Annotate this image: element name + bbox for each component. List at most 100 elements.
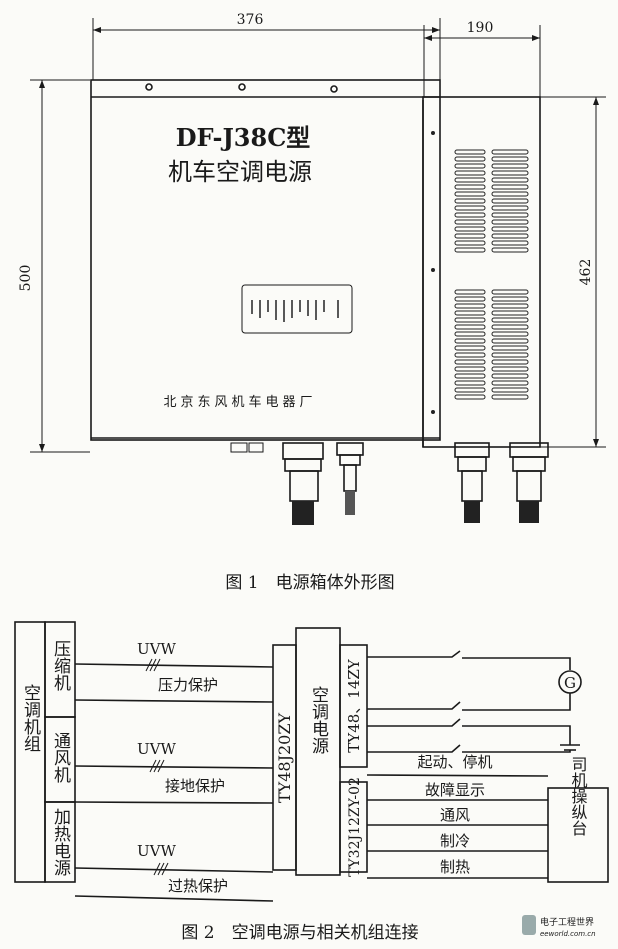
vent-slot [454, 345, 486, 351]
vent-slot [454, 373, 486, 379]
uvw-label: UVW [137, 740, 176, 758]
vent-slot [454, 177, 486, 183]
manufacturer-name: 北京东风机车电器厂 [163, 394, 316, 410]
vent-slot [491, 352, 529, 358]
vent-slot [454, 366, 486, 372]
vent-slot [491, 289, 529, 295]
vent-slot [454, 247, 486, 253]
vent-slot [454, 387, 486, 393]
overheat-protection-label: 过热保护 [168, 877, 228, 895]
vent-slot [454, 317, 486, 323]
power-supply-label: 空调电源 [308, 686, 329, 755]
vent-slot [491, 198, 529, 204]
model-name: DF-J38C型 [176, 123, 311, 152]
vent-slot [491, 303, 529, 309]
connector-ty48j20zy: TY48J20ZY [272, 644, 297, 871]
vent-slot [454, 324, 486, 330]
dim-label: 190 [467, 20, 494, 36]
watermark-logo: 电子工程世界 eeworld.com.cn [522, 915, 596, 938]
indicator-panel [241, 284, 353, 334]
vent-slot [454, 219, 486, 225]
vent-slot [454, 394, 486, 400]
vent-slot [491, 184, 529, 190]
vent-slot [454, 170, 486, 176]
driver-console-label: 司机操纵台 [569, 756, 588, 836]
vent-slot [491, 338, 529, 344]
vent-slot [454, 289, 486, 295]
vent-slot [454, 233, 486, 239]
vent-slot [491, 324, 529, 330]
vent-slot [454, 198, 486, 204]
vent-slot [454, 156, 486, 162]
vent-slot [491, 212, 529, 218]
ac-unit-group: 空调机组 压缩机 通风机 加热电源 [14, 621, 76, 883]
vent-slot [491, 310, 529, 316]
dim-label: 500 [18, 265, 34, 292]
vent-slot [454, 205, 486, 211]
vent-slot [491, 233, 529, 239]
figure-2: 空调机组 压缩机 通风机 加热电源 UVW 压力保护 UVW 接地保护 UV [14, 621, 609, 943]
connector-left-label: TY48J20ZY [275, 713, 294, 803]
front-view: DF-J38C型 机车空调电源 北京东风机车电器厂 [90, 79, 441, 525]
vent-slot [454, 240, 486, 246]
vent-slot [491, 331, 529, 337]
dimension-width-side: 190 [423, 20, 541, 97]
driver-console: 司机操纵台 [547, 756, 609, 883]
connector-front-1 [282, 442, 324, 525]
vent-slot [491, 156, 529, 162]
vent-slot [454, 303, 486, 309]
connector-front-2 [336, 442, 364, 515]
vent-slot [454, 310, 486, 316]
vent-slot [491, 380, 529, 386]
connector-bottom-right-label: TY32J12ZY-02 [347, 777, 363, 877]
vent-slot [454, 149, 486, 155]
vent-slot [491, 359, 529, 365]
dimension-width-front: 376 [92, 12, 441, 80]
dim-label: 462 [578, 259, 594, 286]
side-view [422, 96, 549, 523]
control-wiring: 起动、停机 故障显示 通风 制冷 制热 [366, 753, 549, 879]
vent-slot [491, 296, 529, 302]
vent-slot [491, 394, 529, 400]
ground-protection-label: 接地保护 [165, 777, 225, 795]
vent-slot [491, 387, 529, 393]
uvw-label: UVW [137, 640, 176, 658]
vent-slot [454, 338, 486, 344]
vent-slot [491, 163, 529, 169]
vent-slot [491, 219, 529, 225]
vent-slot [491, 373, 529, 379]
figure-1: 376 500 DF-J38C型 机车空调电源 [18, 12, 606, 593]
vent-slot [454, 352, 486, 358]
vent-slot [491, 177, 529, 183]
vent-slot [454, 163, 486, 169]
vent-slot [491, 170, 529, 176]
vent-slot [454, 191, 486, 197]
vent-slot [491, 317, 529, 323]
compressor-label: 压缩机 [50, 640, 71, 691]
vent-slot [454, 359, 486, 365]
vent-slot [454, 380, 486, 386]
vent-slot [454, 331, 486, 337]
watermark-url: eeworld.com.cn [540, 930, 596, 938]
figure-2-caption: 图 2 空调电源与相关机组连接 [181, 923, 418, 943]
signal-heating: 制热 [440, 858, 470, 876]
vent-slot [454, 184, 486, 190]
dim-label: 376 [237, 12, 264, 28]
unit-group-label: 空调机组 [20, 684, 41, 752]
vent-slot [454, 212, 486, 218]
pressure-protection-label: 压力保护 [158, 676, 218, 694]
left-wiring [74, 658, 274, 902]
ac-power-supply: 空调电源 [295, 627, 341, 876]
product-name: 机车空调电源 [168, 158, 312, 186]
vent-slot [491, 205, 529, 211]
signal-start-stop: 起动、停机 [417, 753, 492, 771]
vent-slot [491, 366, 529, 372]
connector-ty32j12zy-02: TY32J12ZY-02 [339, 777, 368, 877]
uvw-label: UVW [137, 842, 176, 860]
connector-top-right-label: TY48、14ZY [345, 658, 363, 753]
battery-circuit [367, 718, 580, 753]
connector-ty48-14zy: TY48、14ZY [339, 644, 368, 768]
vent-slot [454, 226, 486, 232]
